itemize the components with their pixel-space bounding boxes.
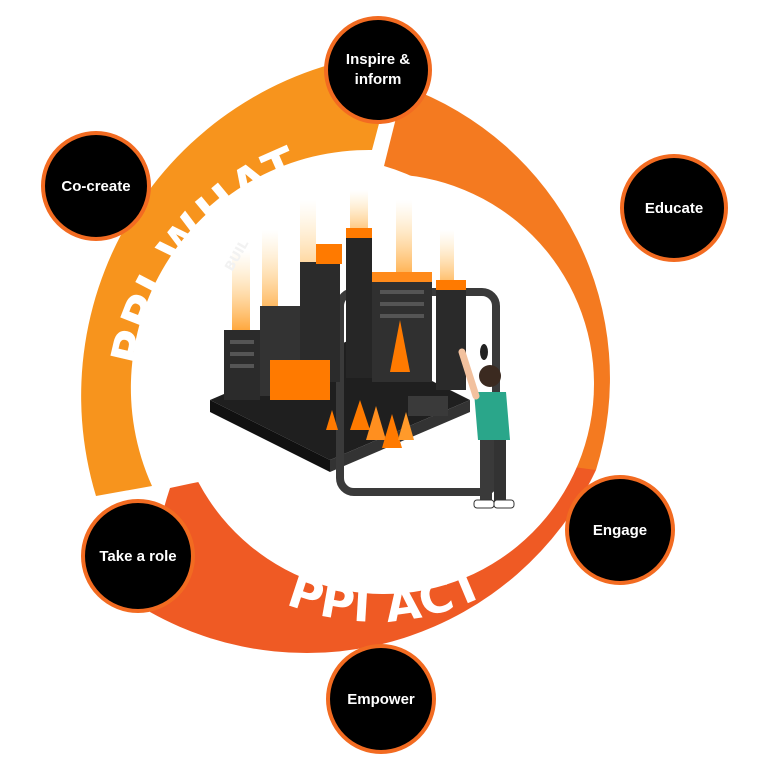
node-empower[interactable]: Empower [326, 644, 436, 754]
person-figure [458, 344, 515, 509]
node-inspire-inform[interactable]: Inspire & inform [324, 16, 432, 124]
node-engage[interactable]: Engage [565, 475, 675, 585]
node-educate-label: Educate [645, 200, 703, 217]
node-take-a-role[interactable]: Take a role [81, 499, 195, 613]
node-empower-label: Empower [347, 691, 415, 708]
node-inspire-line1: Inspire & [346, 51, 410, 68]
node-educate[interactable]: Educate [620, 154, 728, 262]
smart-city-illustration: BUIL [210, 190, 515, 509]
node-inspire-line2: inform [355, 71, 402, 88]
node-engage-label: Engage [593, 522, 647, 539]
node-co-create-label: Co-create [61, 178, 130, 195]
node-co-create[interactable]: Co-create [41, 131, 151, 241]
node-take-a-role-label: Take a role [99, 548, 176, 565]
